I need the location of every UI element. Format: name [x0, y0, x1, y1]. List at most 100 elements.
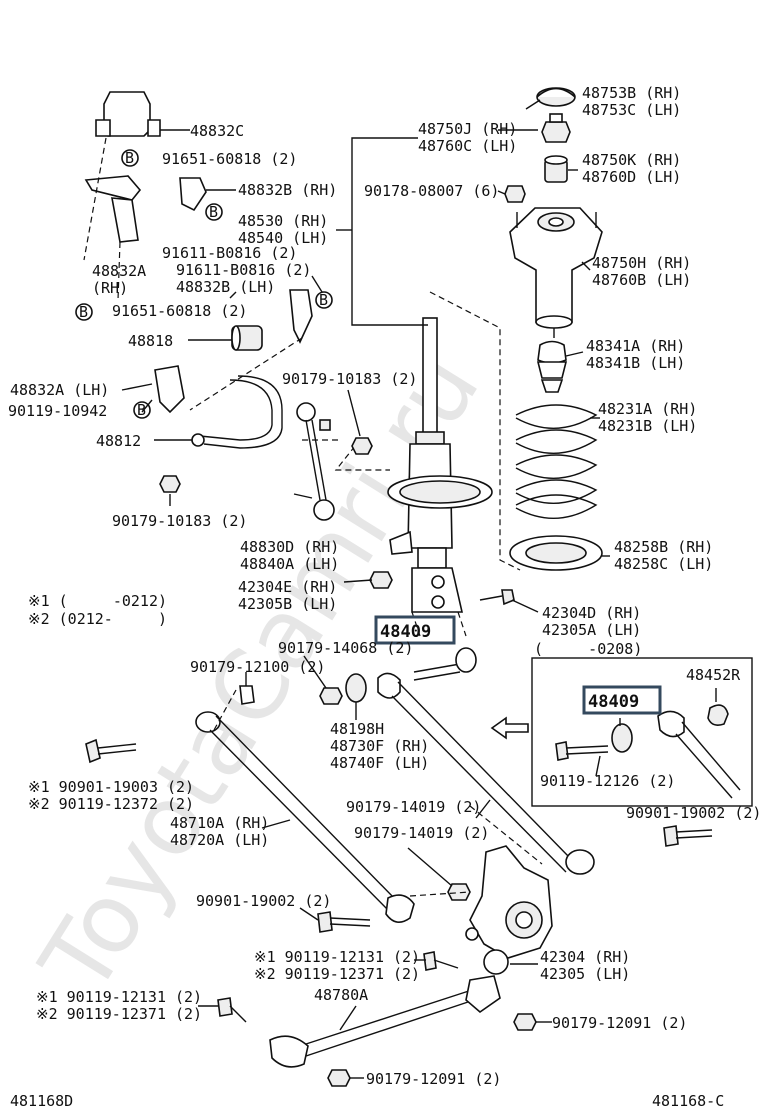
- stabilizer-bar[interactable]: [191, 375, 283, 449]
- part-label-l48830-2[interactable]: 48840A (LH): [240, 555, 339, 573]
- part-label-l90119-12131a-2[interactable]: ※2 90119-12371 (2): [254, 965, 420, 983]
- part-label-l91651b-1[interactable]: 91651-60818 (2): [112, 302, 247, 320]
- part-label-l42304-2[interactable]: 42305 (LH): [540, 965, 630, 983]
- part-label-l48231-1[interactable]: 48231A (RH): [598, 400, 697, 418]
- part-label-l90179-10183a-1[interactable]: 90179-10183 (2): [282, 370, 417, 388]
- part-label-l48258-1[interactable]: 48258B (RH): [614, 538, 713, 556]
- inset-arm[interactable]: [657, 710, 741, 799]
- part-label-l90119-12131a-1[interactable]: ※1 90119-12131 (2): [254, 948, 420, 966]
- part-label-l48753-1[interactable]: 48753B (RH): [582, 84, 681, 102]
- strut-support[interactable]: [509, 207, 603, 338]
- stabilizer-bracket-rh[interactable]: [84, 175, 142, 243]
- nut-90179-14019[interactable]: [447, 883, 471, 901]
- bolt-90901-19003[interactable]: [85, 738, 137, 764]
- part-label-l42304d-1[interactable]: 42304D (RH): [542, 604, 641, 622]
- part-label-l48753-2[interactable]: 48753C (LH): [582, 101, 681, 119]
- part-label-l48832c-1[interactable]: 48832C: [190, 122, 244, 140]
- nut-90179-12091-a[interactable]: [513, 1013, 537, 1031]
- part-label-l48832alh-1[interactable]: 48832A (LH): [10, 381, 109, 399]
- part-label-l48710-1[interactable]: 48710A (RH): [170, 814, 269, 832]
- part-label-l48830-1[interactable]: 48830D (RH): [240, 538, 339, 556]
- part-label-l48341-2[interactable]: 48341B (LH): [586, 354, 685, 372]
- part-label-l90119-12131b-2[interactable]: ※2 90119-12371 (2): [36, 1005, 202, 1023]
- spring-insulator[interactable]: [509, 535, 603, 571]
- stabilizer-bracket-lh[interactable]: [289, 289, 313, 344]
- part-label-l90119-10942-1[interactable]: 90119-10942: [8, 402, 107, 420]
- part-number-48409-inset[interactable]: 48409: [588, 692, 639, 712]
- part-label-l48750j-2[interactable]: 48760C (LH): [418, 137, 517, 155]
- inset-cushion-48452r[interactable]: [707, 704, 729, 726]
- part-label-l48198-2[interactable]: 48730F (RH): [330, 737, 429, 755]
- part-label-l90901-19003-1[interactable]: ※1 90901-19003 (2): [28, 778, 194, 796]
- part-label-l91651a-1[interactable]: 91651-60818 (2): [162, 150, 297, 168]
- part-label-l48812-1[interactable]: 48812: [96, 432, 141, 450]
- part-label-l48258-2[interactable]: 48258C (LH): [614, 555, 713, 573]
- part-label-l48231-2[interactable]: 48231B (LH): [598, 417, 697, 435]
- stabilizer-link[interactable]: [293, 402, 335, 521]
- bolt-42304d[interactable]: [479, 589, 515, 606]
- part-label-l48832a-1[interactable]: 48832A: [92, 262, 146, 280]
- nut-90179-14068[interactable]: [319, 687, 343, 705]
- part-label-l90179-14068-1[interactable]: 90179-14068 (2): [278, 639, 413, 657]
- lower-arm-48710a[interactable]: [195, 711, 415, 923]
- part-label-l90179-12100-1[interactable]: 90179-12100 (2): [190, 658, 325, 676]
- part-label-l48750k-1[interactable]: 48750K (RH): [582, 151, 681, 169]
- part-label-l48750j-1[interactable]: 48750J (RH): [418, 120, 517, 138]
- part-label-l48750h-2[interactable]: 48760B (LH): [592, 271, 691, 289]
- coil-spring[interactable]: [515, 404, 598, 519]
- stabilizer-bracket-b[interactable]: [179, 177, 236, 212]
- inset-bolt[interactable]: [555, 741, 609, 761]
- part-label-l48530-2[interactable]: 48540 (LH): [238, 229, 328, 247]
- strut-bushing[interactable]: [544, 155, 568, 183]
- bushing-48198h[interactable]: [345, 673, 367, 703]
- part-label-l90901-19002b-1[interactable]: 90901-19002 (2): [196, 892, 331, 910]
- arm-bolt-upper[interactable]: [413, 647, 477, 681]
- part-label-l42304d-2[interactable]: 42305A (LH): [542, 621, 641, 639]
- part-label-l48530-1[interactable]: 48530 (RH): [238, 212, 328, 230]
- strut-rod-48780a[interactable]: [269, 975, 501, 1068]
- part-label-l48452-1[interactable]: 48452R: [686, 666, 741, 684]
- part-label-l48198-3[interactable]: 48740F (LH): [330, 754, 429, 772]
- bolt-42304e[interactable]: [369, 571, 393, 589]
- part-label-l90901-19003-2[interactable]: ※2 90119-12372 (2): [28, 795, 194, 813]
- part-label-l90901-19002a-1[interactable]: 90901-19002 (2): [626, 804, 760, 822]
- part-label-l90119-12126-1[interactable]: 90119-12126 (2): [540, 772, 675, 790]
- strut-nut[interactable]: [541, 113, 571, 143]
- part-label-l90179-14019a-1[interactable]: 90179-14019 (2): [346, 798, 481, 816]
- part-label-l90179-12091b-1[interactable]: 90179-12091 (2): [366, 1070, 501, 1088]
- part-number-48409-main[interactable]: 48409: [380, 622, 431, 642]
- part-label-l90179-14019b-1[interactable]: 90179-14019 (2): [354, 824, 489, 842]
- rear-knuckle[interactable]: [465, 845, 553, 975]
- part-label-l42304e-1[interactable]: 42304E (RH): [238, 578, 337, 596]
- bolt-90119-12131-b[interactable]: [217, 997, 247, 1023]
- stabilizer-bracket[interactable]: [95, 91, 190, 137]
- inset-bushing[interactable]: [611, 723, 633, 753]
- part-label-l48832blh-1[interactable]: 48832B (LH): [176, 278, 275, 296]
- part-label-l48832a-2[interactable]: (RH): [92, 279, 128, 297]
- part-label-l90119-12131b-1[interactable]: ※1 90119-12131 (2): [36, 988, 202, 1006]
- part-label-l48341-1[interactable]: 48341A (RH): [586, 337, 685, 355]
- part-label-l48780-1[interactable]: 48780A: [314, 986, 368, 1004]
- bolt-90901-19002[interactable]: [663, 825, 713, 847]
- bump-stopper[interactable]: [536, 340, 568, 393]
- strut-mount-cap[interactable]: [536, 87, 576, 107]
- part-label-l42304-1[interactable]: 42304 (RH): [540, 948, 630, 966]
- part-label-l48198-1[interactable]: 48198H: [330, 720, 384, 738]
- part-label-l90179-10183b-1[interactable]: 90179-10183 (2): [112, 512, 247, 530]
- part-label-l90179-12091a-1[interactable]: 90179-12091 (2): [552, 1014, 687, 1032]
- part-label-l48710-2[interactable]: 48720A (LH): [170, 831, 269, 849]
- stabilizer-clamp-lh[interactable]: [154, 365, 185, 414]
- link-nut-a[interactable]: [351, 437, 373, 455]
- nut-90179-12091-b[interactable]: [327, 1069, 351, 1087]
- link-nut-b[interactable]: [159, 475, 181, 493]
- part-label-l48832b-1[interactable]: 48832B (RH): [238, 181, 337, 199]
- nut-90179-12100[interactable]: [239, 685, 255, 705]
- part-label-l91611a-1[interactable]: 91611-B0816 (2): [162, 244, 297, 262]
- part-label-l42304e-2[interactable]: 42305B (LH): [238, 595, 337, 613]
- part-label-l48750k-2[interactable]: 48760D (LH): [582, 168, 681, 186]
- part-label-l48750h-1[interactable]: 48750H (RH): [592, 254, 691, 272]
- stabilizer-bushing[interactable]: [188, 325, 263, 351]
- upper-arm-48730f[interactable]: [377, 672, 595, 875]
- part-label-l48818-1[interactable]: 48818: [128, 332, 173, 350]
- bolt-90901-19002-b[interactable]: [317, 911, 371, 933]
